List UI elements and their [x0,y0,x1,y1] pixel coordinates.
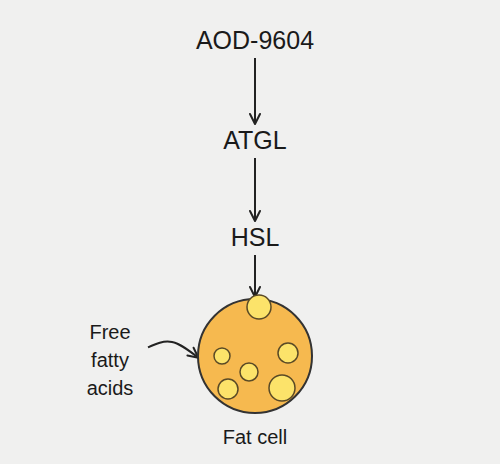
node-text: ATGL [195,124,315,156]
cell-body [198,299,312,413]
flow-arrow [148,342,198,358]
enzyme-label: HSL [195,221,315,253]
agent-label: AOD-9604 [165,24,345,56]
node-text: AOD-9604 [165,24,345,56]
enzyme-label: ATGL [195,124,315,156]
cell-caption: Fat cell [196,425,314,449]
fat-droplet [269,375,295,401]
flow-arrow [254,58,256,124]
fat-droplet [218,379,238,399]
fat-droplet [278,343,298,363]
node-text: Free fatty acids [72,318,148,402]
flow-arrow [254,255,256,297]
fat-droplet [247,295,271,319]
cell-outline [196,297,314,415]
node-text: HSL [195,221,315,253]
product-label: Free fatty acids [72,318,148,402]
flow-arrow [254,158,256,221]
fat-droplet [214,348,230,364]
fat-droplet [240,363,258,381]
fat-cell-node: Fat cell [196,297,314,457]
